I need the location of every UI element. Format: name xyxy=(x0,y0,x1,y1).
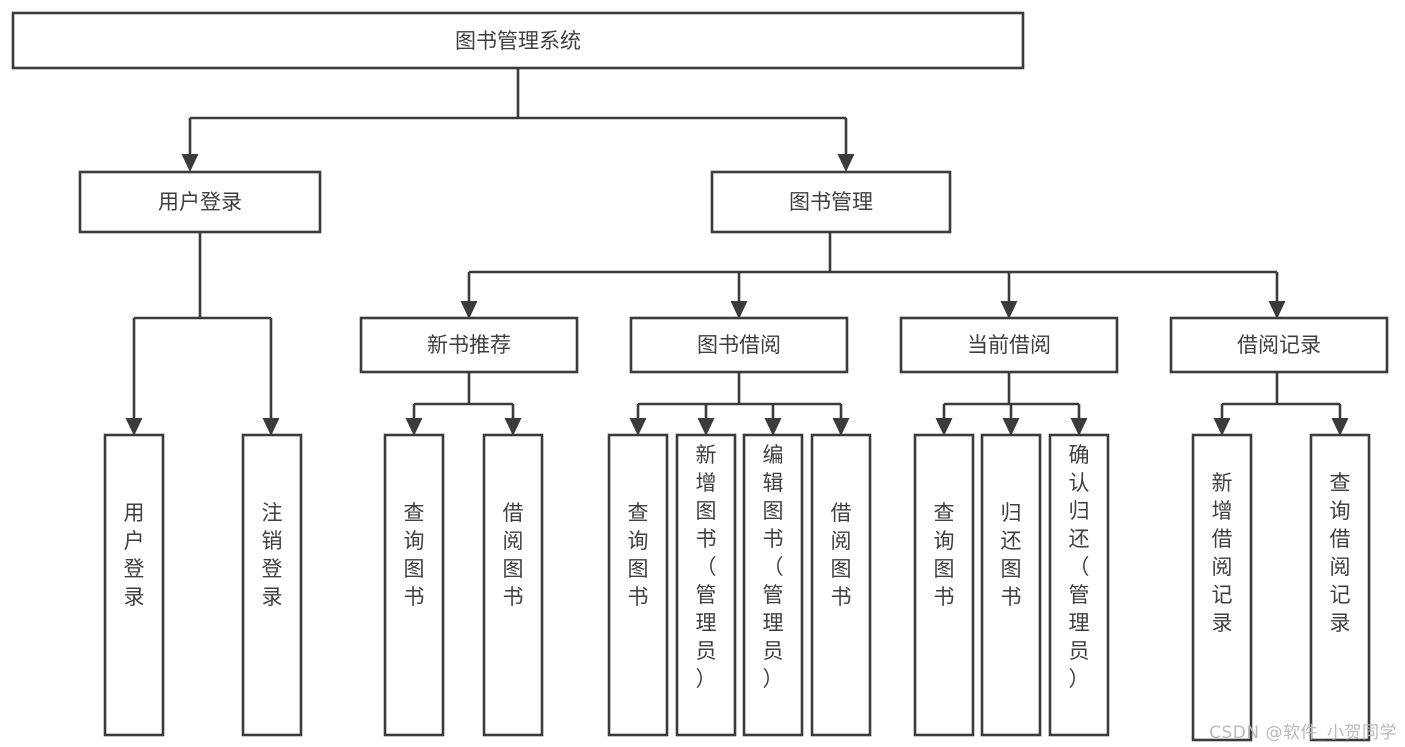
node-leaf-add-book-label: 新增图书（管理员） xyxy=(696,443,717,691)
node-root[interactable]: 图书管理系统 xyxy=(11,11,1025,70)
node-new-book-rec[interactable]: 新书推荐 xyxy=(359,316,579,374)
connector-group-book-borrow xyxy=(629,372,850,436)
arrow-head-icon xyxy=(1268,301,1286,319)
node-leaf-confirm-return-label: 确认归还（管理员） xyxy=(1069,443,1090,691)
node-leaf-user-login[interactable]: 用户登录 xyxy=(103,433,165,737)
node-borrow-record[interactable]: 借阅记录 xyxy=(1169,316,1389,374)
node-leaf-user-login-label: 用户登录 xyxy=(124,501,145,609)
node-book-manage[interactable]: 图书管理 xyxy=(710,170,952,234)
node-book-borrow-label: 图书借阅 xyxy=(697,333,781,357)
node-current-borrow-label: 当前借阅 xyxy=(967,333,1051,357)
arrow-head-icon xyxy=(629,418,647,436)
node-leaf-return-book-label: 归还图书 xyxy=(1001,501,1022,609)
node-leaf-add-record-label: 新增借阅记录 xyxy=(1212,471,1233,635)
node-leaf-edit-book[interactable]: 编辑图书（管理员） xyxy=(742,433,804,737)
arrow-head-icon xyxy=(460,301,478,319)
node-leaf-logout[interactable]: 注销登录 xyxy=(241,433,303,737)
arrow-head-icon xyxy=(181,154,199,172)
node-leaf-edit-book-label: 编辑图书（管理员） xyxy=(763,443,784,691)
connector-group-user-login xyxy=(125,232,280,436)
connector-group-borrow-record xyxy=(1213,372,1349,436)
connector-group-current-borrow xyxy=(935,372,1088,436)
arrow-head-icon xyxy=(935,418,953,436)
arrow-head-icon xyxy=(405,418,423,436)
node-leaf-borrow-book-1-label: 借阅图书 xyxy=(503,501,524,609)
arrow-head-icon xyxy=(697,418,715,436)
arrow-head-icon xyxy=(1331,418,1349,436)
node-new-book-rec-label: 新书推荐 xyxy=(427,333,511,357)
arrow-head-icon xyxy=(262,418,280,436)
arrow-head-icon xyxy=(730,301,748,319)
connector-group-book-manage xyxy=(460,232,1286,319)
node-leaf-query-book-3-label: 查询图书 xyxy=(934,501,955,609)
arrow-head-icon xyxy=(1213,418,1231,436)
node-leaf-query-record[interactable]: 查询借阅记录 xyxy=(1309,433,1371,742)
arrow-head-icon xyxy=(832,418,850,436)
node-leaf-borrow-book-2-label: 借阅图书 xyxy=(831,501,852,609)
arrow-head-icon xyxy=(1002,418,1020,436)
node-leaf-confirm-return[interactable]: 确认归还（管理员） xyxy=(1048,433,1110,737)
node-root-label: 图书管理系统 xyxy=(455,29,581,53)
node-leaf-query-book-2[interactable]: 查询图书 xyxy=(607,433,669,737)
arrow-head-icon xyxy=(504,418,522,436)
node-leaf-borrow-book-1[interactable]: 借阅图书 xyxy=(482,433,544,737)
connector-group-new-book-rec xyxy=(405,372,522,436)
node-leaf-add-book[interactable]: 新增图书（管理员） xyxy=(675,433,737,737)
node-user-login-label: 用户登录 xyxy=(158,190,242,214)
node-leaf-return-book[interactable]: 归还图书 xyxy=(980,433,1042,737)
connector-group-root xyxy=(181,68,855,172)
node-book-manage-label: 图书管理 xyxy=(789,190,873,214)
node-leaf-query-book-3[interactable]: 查询图书 xyxy=(913,433,975,737)
node-leaf-query-record-label: 查询借阅记录 xyxy=(1330,471,1351,635)
node-book-borrow[interactable]: 图书借阅 xyxy=(629,316,849,374)
node-leaf-logout-label: 注销登录 xyxy=(262,501,283,609)
node-leaf-query-book-2-label: 查询图书 xyxy=(628,501,649,609)
node-leaf-query-book-1-label: 查询图书 xyxy=(404,501,425,609)
node-leaf-query-book-1[interactable]: 查询图书 xyxy=(383,433,445,737)
arrow-head-icon xyxy=(837,154,855,172)
node-user-login[interactable]: 用户登录 xyxy=(78,170,322,234)
arrow-head-icon xyxy=(764,418,782,436)
node-borrow-record-label: 借阅记录 xyxy=(1237,333,1321,357)
arrow-head-icon xyxy=(125,418,143,436)
node-leaf-add-record[interactable]: 新增借阅记录 xyxy=(1191,433,1253,742)
node-current-borrow[interactable]: 当前借阅 xyxy=(899,316,1119,374)
arrow-head-icon xyxy=(1000,301,1018,319)
node-leaf-borrow-book-2[interactable]: 借阅图书 xyxy=(810,433,872,737)
arrow-head-icon xyxy=(1070,418,1088,436)
